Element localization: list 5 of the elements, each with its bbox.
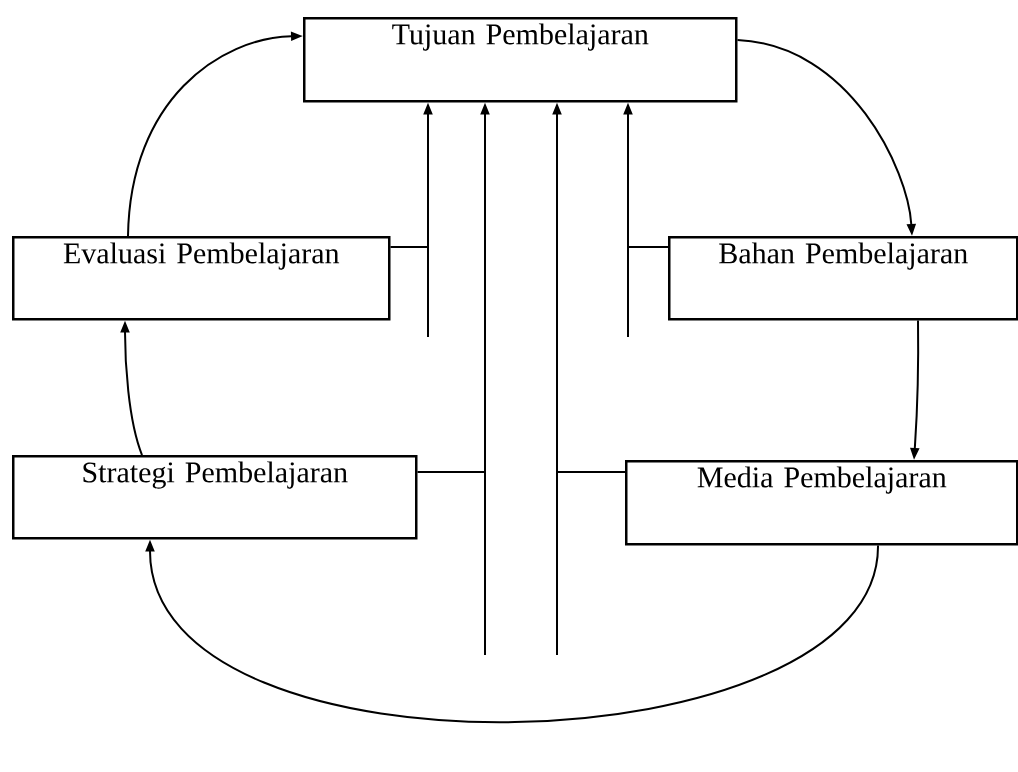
process-box: Media Pembelajaran [625, 460, 1018, 546]
process-box: Bahan Pembelajaran [668, 236, 1018, 321]
process-box: Tujuan Pembelajaran [303, 17, 738, 103]
process-box: Strategi Pembelajaran [12, 455, 418, 540]
process-box: Evaluasi Pembelajaran [12, 236, 391, 321]
